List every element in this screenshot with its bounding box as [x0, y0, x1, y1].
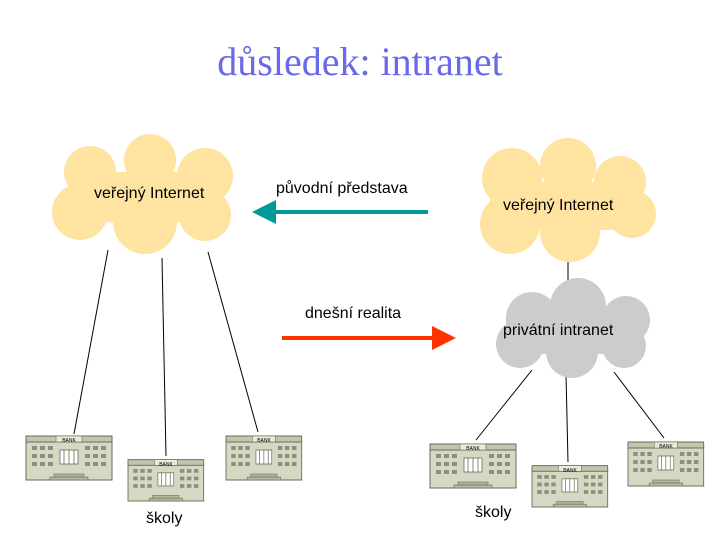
- building-sign: BANK: [659, 444, 673, 450]
- right-schools-label: školy: [475, 504, 512, 521]
- link-line: [73, 249, 109, 435]
- link-line: [613, 371, 665, 439]
- bank-building: BANK: [25, 435, 113, 481]
- link-line: [161, 257, 167, 457]
- building-sign: BANK: [62, 438, 76, 444]
- bank-building: BANK: [225, 435, 303, 481]
- bank-building: BANK: [127, 459, 205, 502]
- bank-building: BANK: [531, 465, 609, 508]
- left-cloud-label: veřejný Internet: [94, 185, 205, 202]
- public-internet-cloud-right: [480, 138, 656, 262]
- private-intranet-cloud: [496, 278, 650, 378]
- left-schools-label: školy: [146, 510, 183, 527]
- bank-building: BANK: [627, 441, 705, 487]
- building-sign: BANK: [563, 468, 577, 474]
- link-line: [565, 373, 569, 463]
- arrow-original-label: původní představa: [276, 180, 408, 197]
- slide-title: důsledek: intranet: [217, 39, 503, 84]
- right-public-cloud-label: veřejný Internet: [503, 197, 614, 214]
- arrow-today-label: dnešní realita: [305, 305, 402, 322]
- public-internet-cloud-left: [52, 134, 233, 254]
- building-sign: BANK: [159, 462, 173, 468]
- bank-building: BANK: [429, 443, 517, 489]
- arrow-today-reality: [282, 326, 456, 350]
- arrow-original-view: [252, 200, 428, 224]
- link-line: [207, 251, 259, 433]
- building-sign: BANK: [257, 438, 271, 444]
- private-cloud-label: privátní intranet: [503, 322, 614, 339]
- building-sign: BANK: [466, 446, 480, 452]
- link-line: [475, 369, 533, 441]
